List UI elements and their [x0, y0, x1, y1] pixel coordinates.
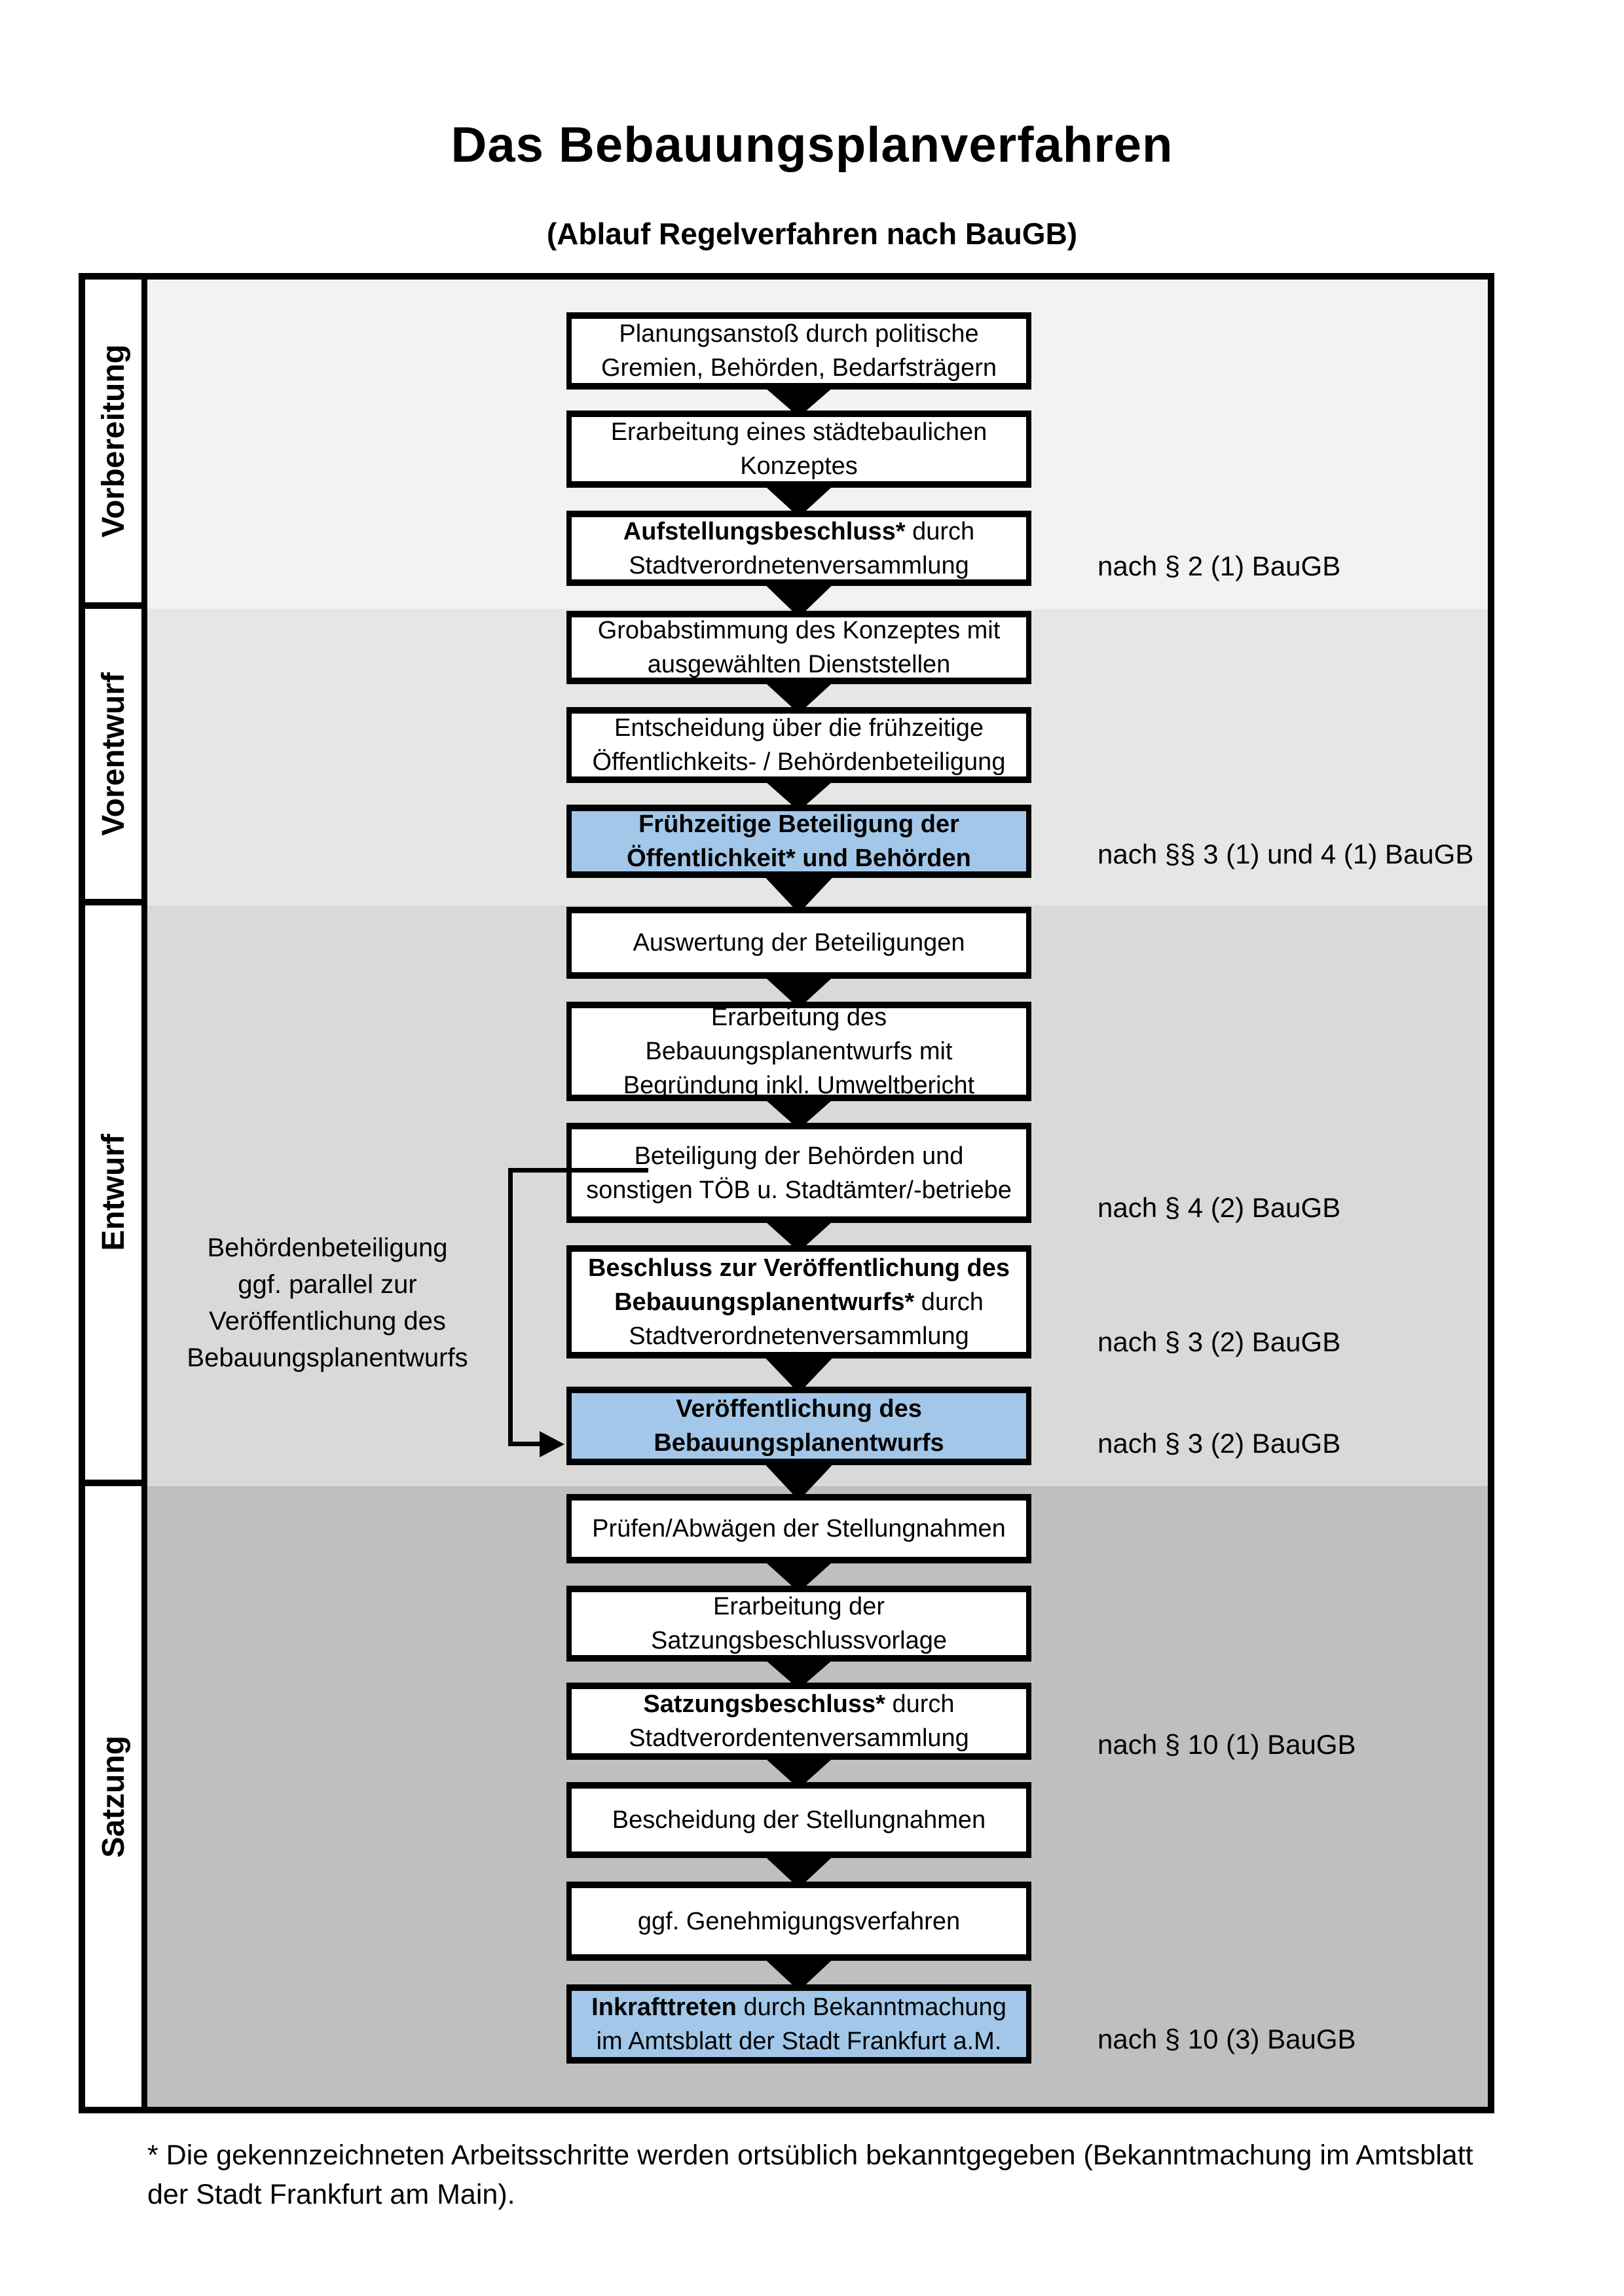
- flow-box-staedtebauliches-konzept: Erarbeitung eines städtebaulichen Konzep…: [566, 410, 1031, 488]
- box-text-bold: Beschluss zur Veröffentlichung des Bebau…: [587, 1254, 1010, 1316]
- flow-box-entscheidung-beteiligung: Entscheidung über die frühzeitige Öffent…: [566, 707, 1031, 783]
- annotation-paragraph: nach § 10 (3) BauGB: [1098, 2024, 1356, 2054]
- box-text: ggf. Genehmigungsverfahren: [637, 1907, 961, 1935]
- arrow-right-icon: [540, 1431, 564, 1457]
- annotation-paragraph: nach §§ 3 (1) und 4 (1) BauGB: [1098, 839, 1474, 869]
- flow-box-beschluss-veroeffentlichung: Beschluss zur Veröffentlichung des Bebau…: [566, 1245, 1031, 1358]
- phase-label-entwurf: Entwurf: [96, 1134, 131, 1251]
- box-text: Prüfen/Abwägen der Stellungnahmen: [592, 1515, 1006, 1542]
- box-text-bold: Satzungsbeschluss*: [643, 1690, 885, 1718]
- arrow-down-icon: [760, 1352, 838, 1393]
- box-text: Planungsanstoß durch politische Gremien,…: [600, 320, 997, 382]
- box-text: Entscheidung über die frühzeitige Öffent…: [592, 714, 1006, 776]
- annotation-paragraph: nach § 2 (1) BauGB: [1098, 551, 1341, 581]
- box-text-bold: Inkrafttreten: [591, 1993, 737, 2021]
- phase-label-satzung: Satzung: [96, 1735, 131, 1858]
- arrow-down-icon: [760, 871, 838, 913]
- page-title: Das Bebauungsplanverfahren: [451, 117, 1173, 173]
- page-subtitle: (Ablauf Regelverfahren nach BauGB): [546, 217, 1078, 251]
- flow-box-genehmigungsverfahren: ggf. Genehmigungsverfahren: [566, 1882, 1031, 1961]
- phase-label-cell-vorbereitung: Vorbereitung: [85, 280, 147, 609]
- box-text-bold: Veröffentlichung des Bebauungsplanentwur…: [654, 1395, 944, 1457]
- side-note-parallel-beteiligung: Behördenbeteiligung ggf. parallel zur Ve…: [187, 1233, 468, 1372]
- footnote: * Die gekennzeichneten Arbeitsschritte w…: [147, 2136, 1506, 2214]
- flow-box-erarbeitung-entwurf: Erarbeitung des Bebauungsplanentwurfs mi…: [566, 1002, 1031, 1101]
- box-text: Grobabstimmung des Konzeptes mit ausgewä…: [597, 617, 1001, 678]
- flow-box-grobabstimmung: Grobabstimmung des Konzeptes mit ausgewä…: [566, 611, 1031, 684]
- process-frame-inner: Vorbereitung Vorentwurf Entwurf Satzung …: [85, 280, 1488, 2107]
- annotation-paragraph: nach § 3 (2) BauGB: [1098, 1428, 1341, 1459]
- box-text: Auswertung der Beteiligungen: [633, 929, 965, 957]
- footnote-text: Die gekennzeichneten Arbeitsschritte wer…: [147, 2140, 1473, 2210]
- flow-box-satzungsbeschluss: Satzungsbeschluss* durch Stadtverordente…: [566, 1683, 1031, 1760]
- flow-box-pruefen-abwaegen: Prüfen/Abwägen der Stellungnahmen: [566, 1494, 1031, 1563]
- box-text: Beteiligung der Behörden und sonstigen T…: [586, 1142, 1012, 1204]
- flow-box-satzungsbeschlussvorlage: Erarbeitung der Satzungsbeschlussvorlage: [566, 1586, 1031, 1662]
- box-text: durch Stadtverordentenversammlung: [629, 1690, 969, 1752]
- box-text: Bescheidung der Stellungnahmen: [612, 1806, 986, 1834]
- bracket-connector-line: [508, 1168, 513, 1446]
- phase-label-cell-satzung: Satzung: [85, 1486, 147, 2107]
- process-frame: Vorbereitung Vorentwurf Entwurf Satzung …: [79, 273, 1494, 2113]
- phase-label-vorentwurf: Vorentwurf: [96, 672, 131, 836]
- flow-box-bescheidung: Bescheidung der Stellungnahmen: [566, 1782, 1031, 1858]
- box-text: durch Stadtverordnetenversammlung: [629, 1288, 984, 1350]
- box-text-bold: Frühzeitige Beteiligung der Öffentlichke…: [627, 811, 971, 872]
- annotation-paragraph: nach § 4 (2) BauGB: [1098, 1192, 1341, 1223]
- box-text-bold: Aufstellungsbeschluss*: [623, 517, 906, 545]
- flow-box-auswertung: Auswertung der Beteiligungen: [566, 907, 1031, 979]
- flow-box-aufstellungsbeschluss: Aufstellungsbeschluss* durch Stadtverord…: [566, 511, 1031, 586]
- annotation-paragraph: nach § 10 (1) BauGB: [1098, 1729, 1356, 1760]
- box-text: Erarbeitung eines städtebaulichen Konzep…: [610, 418, 987, 480]
- phase-label-cell-entwurf: Entwurf: [85, 905, 147, 1486]
- bracket-connector-shaft: [508, 1442, 542, 1446]
- bracket-connector-stub: [508, 1168, 648, 1173]
- annotation-paragraph: nach § 3 (2) BauGB: [1098, 1326, 1341, 1357]
- flow-box-behoerdenbeteiligung: Beteiligung der Behörden und sonstigen T…: [566, 1123, 1031, 1223]
- arrow-down-icon: [760, 1459, 838, 1501]
- box-text: durch Stadtverordnetenversammlung: [629, 517, 975, 579]
- box-text: Erarbeitung der Satzungsbeschlussvorlage: [650, 1593, 948, 1654]
- flow-box-inkrafttreten: Inkrafttreten durch Bekanntmachung im Am…: [566, 1984, 1031, 2064]
- phase-label-cell-vorentwurf: Vorentwurf: [85, 609, 147, 905]
- flow-box-planungsanstoss: Planungsanstoß durch politische Gremien,…: [566, 312, 1031, 390]
- phase-label-vorbereitung: Vorbereitung: [96, 344, 131, 538]
- flow-box-fruehzeitige-beteiligung: Frühzeitige Beteiligung der Öffentlichke…: [566, 805, 1031, 878]
- footnote-asterisk: *: [147, 2140, 158, 2171]
- box-text: Erarbeitung des Bebauungsplanentwurfs mi…: [623, 1004, 975, 1099]
- flow-box-veroeffentlichung: Veröffentlichung des Bebauungsplanentwur…: [566, 1387, 1031, 1465]
- box-text: durch Bekanntmachung im Amtsblatt der St…: [596, 1993, 1006, 2055]
